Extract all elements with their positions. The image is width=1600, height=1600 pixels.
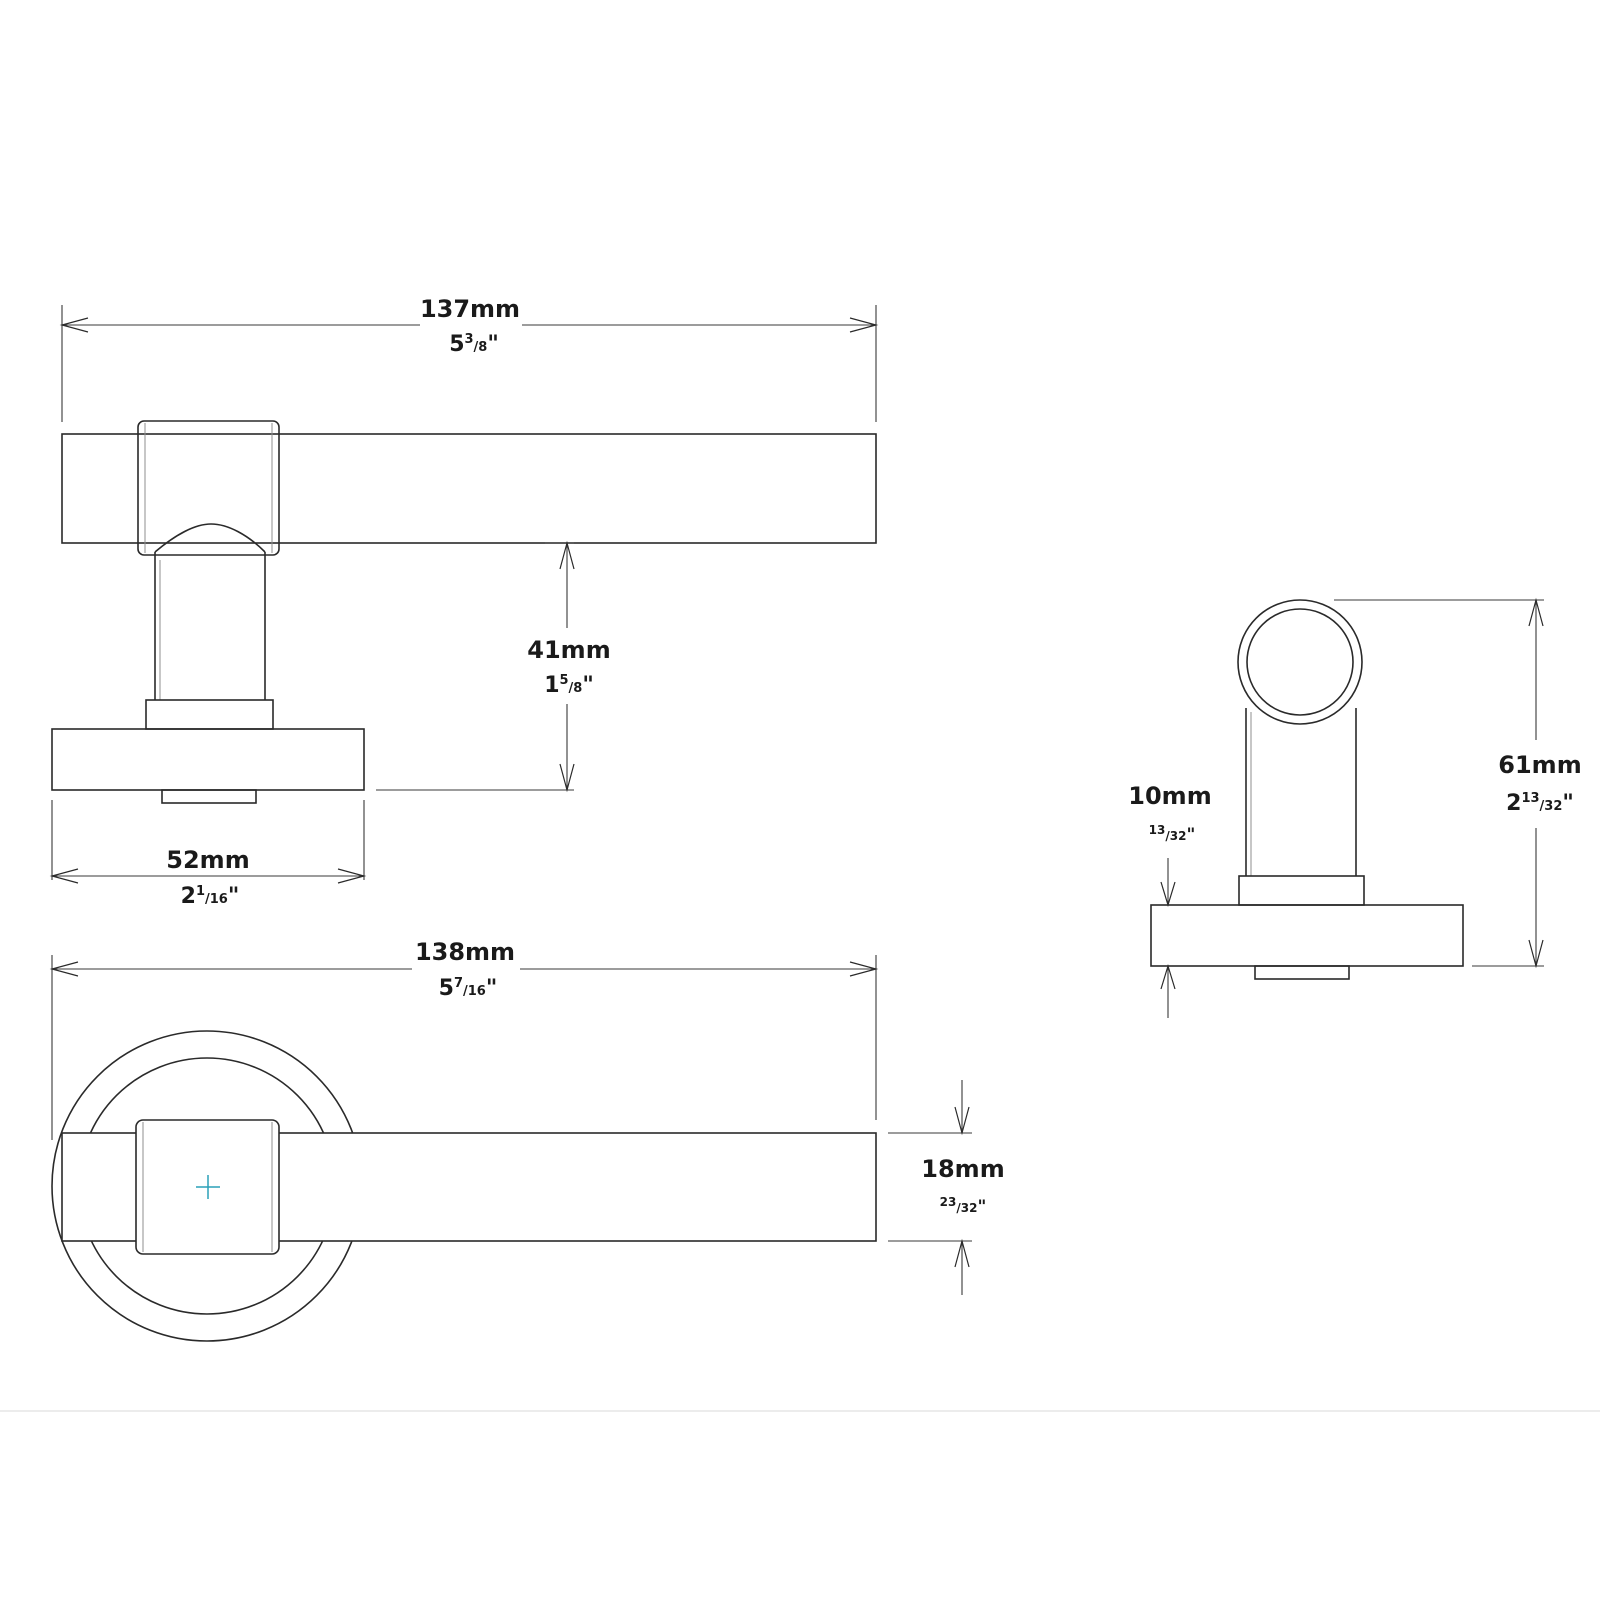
spindle-plate [161, 789, 257, 804]
lever-neck-curve [154, 523, 266, 553]
lever-end-inner [1246, 608, 1354, 716]
label-projection-mm: 41mm [527, 636, 610, 664]
label-bottom-width-inch: 57/16" [439, 976, 498, 1001]
label-bottom-width-mm: 138mm [415, 938, 515, 966]
label-side-height-inch: 213/32" [1506, 791, 1574, 816]
label-top-width-inch: 53/8" [449, 332, 499, 357]
end-rose-plate [1150, 904, 1464, 967]
label-lever-height-inch: 23/32" [940, 1195, 987, 1217]
elevation-view [49, 305, 879, 884]
end-view [1150, 597, 1544, 1018]
plan-view [49, 955, 972, 1342]
lever-bar [61, 433, 877, 544]
lever-end-outer [1237, 599, 1363, 725]
label-side-height-mm: 61mm [1498, 751, 1581, 779]
stem-base [145, 699, 274, 730]
label-lever-height-mm: 18mm [921, 1155, 1004, 1183]
label-rose-depth-mm: 52mm [166, 846, 249, 874]
label-rose-thick-mm: 10mm [1128, 782, 1211, 810]
end-stem-base [1238, 875, 1365, 906]
label-rose-thick-inch: 13/32" [1149, 823, 1196, 845]
label-projection-inch: 15/8" [544, 673, 594, 698]
label-top-width-mm: 137mm [420, 295, 520, 323]
rose-plate [51, 728, 365, 791]
label-rose-depth-inch: 21/16" [181, 884, 240, 909]
lever-collar [137, 420, 280, 556]
end-spindle-plate [1254, 965, 1350, 980]
